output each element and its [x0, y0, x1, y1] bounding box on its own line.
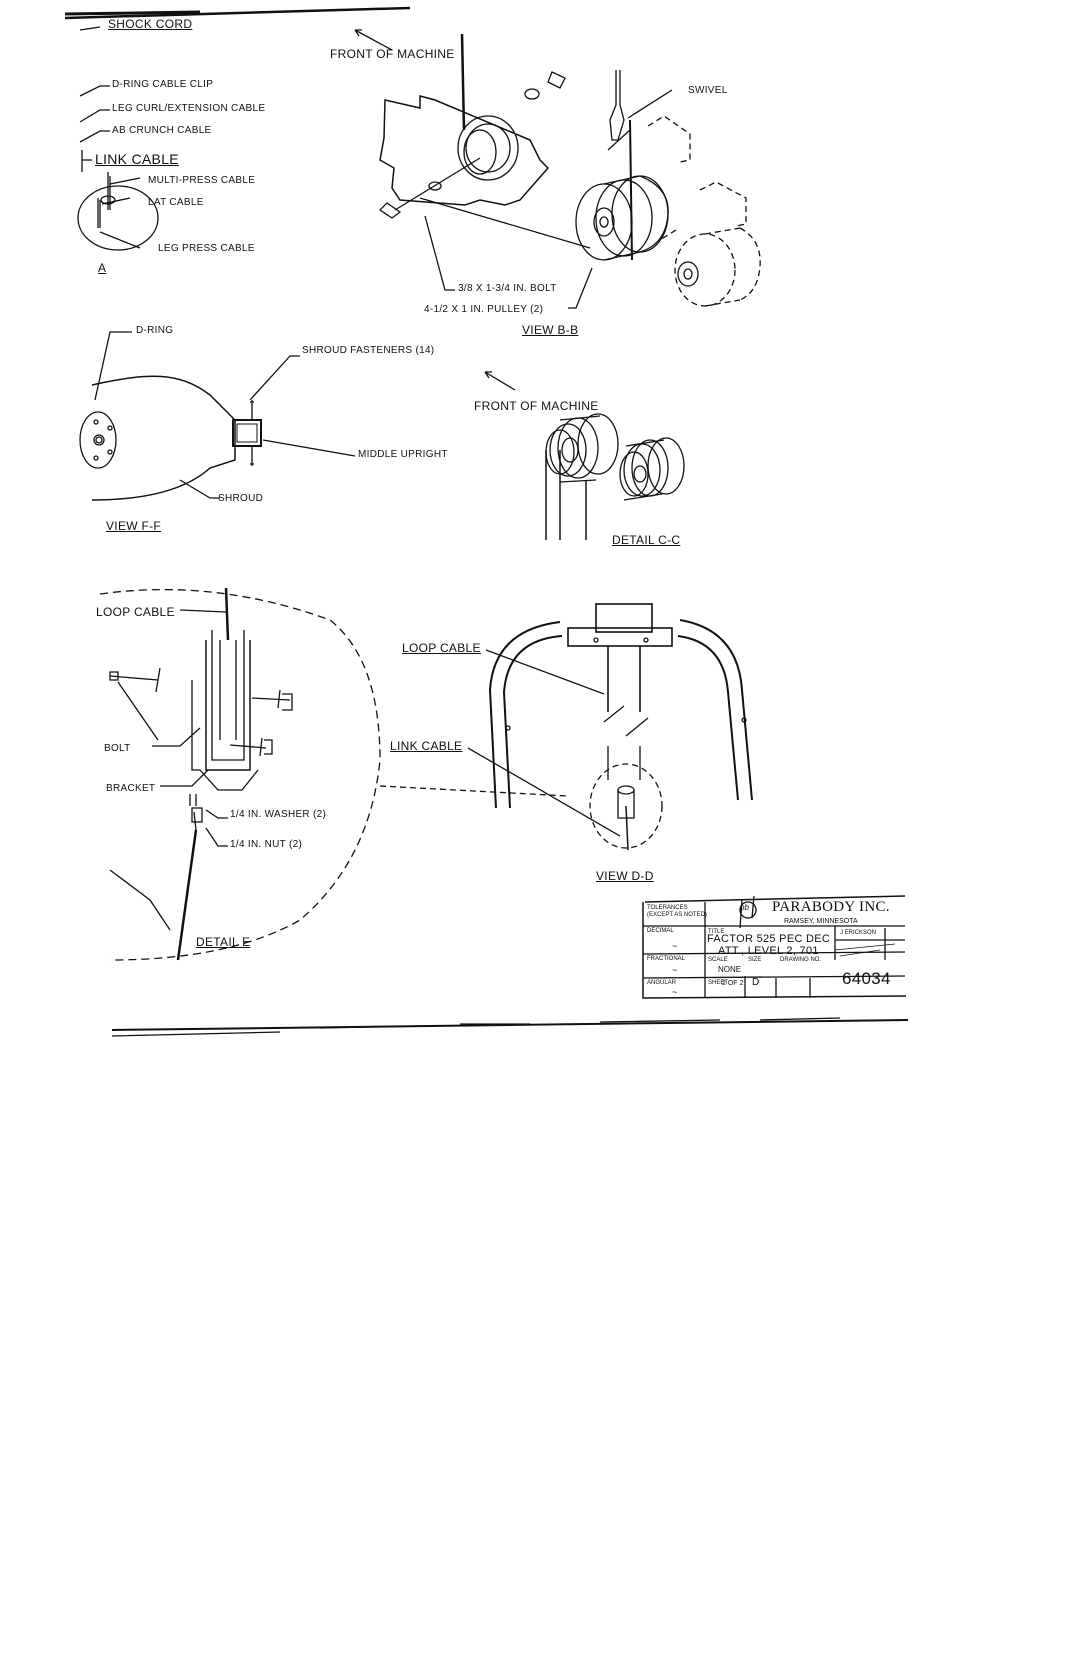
label-loop-cable-right: LOOP CABLE: [402, 641, 481, 655]
label-view-d: VIEW D-D: [596, 869, 654, 883]
label-front-of-machine-1: FRONT OF MACHINE: [330, 47, 455, 61]
tb-scale-label: SCALE: [708, 957, 728, 963]
tb-size-label: SIZE: [748, 957, 762, 963]
label-middle-upright: MIDDLE UPRIGHT: [358, 449, 448, 460]
tb-drawing-number: 64034: [842, 969, 891, 988]
label-ab-crunch-cable: AB CRUNCH CABLE: [112, 125, 212, 136]
label-front-of-machine-2: FRONT OF MACHINE: [474, 399, 599, 413]
company-logo: pb: [740, 903, 749, 912]
label-washer: 1/4 IN. WASHER (2): [230, 809, 327, 820]
label-link-cable-top: LINK CABLE: [95, 151, 179, 167]
label-shock-cord: SHOCK CORD: [108, 17, 193, 31]
label-bolt-spec: 3/8 X 1-3/4 IN. BOLT: [458, 283, 557, 294]
label-view-b: VIEW B-B: [522, 323, 579, 337]
tb-location: RAMSEY, MINNESOTA: [784, 918, 858, 925]
label-shroud: SHROUD: [218, 493, 264, 504]
tb-scale-value: NONE: [718, 965, 742, 974]
tb-tolerances: TOLERANCES: [647, 905, 688, 911]
tb-sheet-label: SHEET: [708, 980, 729, 986]
label-d-ring: D-RING: [136, 325, 174, 336]
label-pulley-spec: 4-1/2 X 1 IN. PULLEY (2): [424, 304, 544, 315]
label-leg-press-cable: LEG PRESS CABLE: [158, 243, 255, 254]
tb-fractional: FRACTIONAL: [647, 956, 686, 962]
label-multi-press-cable: MULTI-PRESS CABLE: [148, 175, 256, 186]
label-d-ring-cable-clip: D-RING CABLE CLIP: [112, 79, 214, 90]
label-bolt-left: BOLT: [104, 743, 131, 754]
label-view-f: VIEW F-F: [106, 519, 162, 533]
tb-dash1: ~: [672, 941, 678, 951]
label-loop-cable-left: LOOP CABLE: [96, 605, 175, 619]
tb-dash3: ~: [672, 987, 678, 997]
label-leg-curl-extension-cable: LEG CURL/EXTENSION CABLE: [112, 103, 266, 114]
label-detail-e: DETAIL E: [196, 935, 251, 949]
tb-dash2: ~: [672, 965, 678, 975]
label-link-cable-right: LINK CABLE: [390, 739, 463, 753]
tb-sheet-value: 2 OF 2: [722, 980, 744, 987]
tb-tolerances-sub: (EXCEPT AS NOTED): [647, 912, 707, 918]
tb-drawing-no-label: DRAWING NO.: [780, 957, 822, 963]
label-shroud-fasteners: SHROUD FASTENERS (14): [302, 345, 435, 356]
tb-title-line2: ATT., LEVEL 2, 701: [718, 945, 819, 957]
tb-decimal: DECIMAL: [647, 928, 674, 934]
label-lat-cable: LAT CABLE: [148, 197, 204, 208]
tb-company-name: PARABODY INC.: [772, 899, 890, 915]
label-swivel: SWIVEL: [688, 85, 728, 96]
tb-size-value: D: [752, 977, 760, 988]
tb-title-line1: FACTOR 525 PEC DEC: [707, 933, 831, 945]
label-view-a: A: [98, 261, 107, 275]
tb-angular: ANGULAR: [647, 980, 677, 986]
label-bracket-left: BRACKET: [106, 783, 156, 794]
label-nut: 1/4 IN. NUT (2): [230, 839, 303, 850]
label-detail-c: DETAIL C-C: [612, 533, 681, 547]
tb-drawn-by: J ERICKSON: [840, 930, 877, 936]
tb-title-label: TITLE: [708, 929, 725, 935]
